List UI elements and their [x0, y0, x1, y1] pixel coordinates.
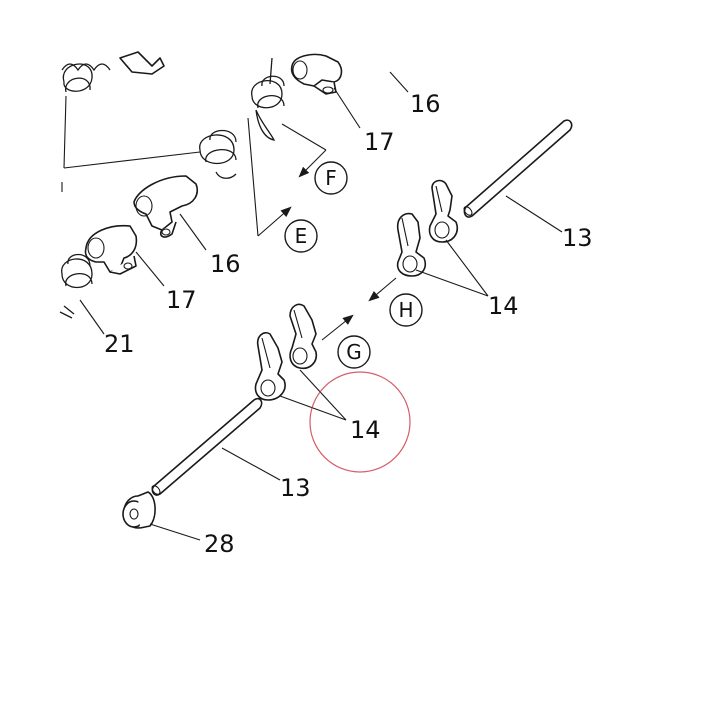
arrow-f: [298, 149, 327, 178]
arrow-e: [257, 206, 292, 237]
arrow-g: [321, 314, 354, 341]
fork-top-left: [119, 51, 165, 75]
label-13-upper: 13: [562, 224, 593, 252]
callout-h: H: [389, 293, 423, 327]
callout-e-text: E: [295, 224, 308, 248]
spring-21-left: [59, 253, 93, 319]
label-17-left: 17: [166, 286, 197, 314]
label-16-top: 16: [410, 90, 441, 118]
callout-g: G: [337, 335, 371, 369]
label-13-lower: 13: [280, 474, 311, 502]
label-21: 21: [104, 330, 135, 358]
shift-fork-16-top: [290, 53, 343, 95]
shift-fork-17-left: [84, 224, 138, 275]
label-14-upper: 14: [488, 292, 519, 320]
label-28: 28: [204, 530, 235, 558]
shaft-13-upper: [463, 119, 573, 218]
spring-21-top: [61, 63, 111, 93]
callout-f-text: F: [325, 166, 337, 190]
leader-lines: [79, 71, 563, 541]
shift-fork-16-middle: [133, 175, 198, 238]
callout-g-text: G: [346, 340, 362, 364]
label-14-lower: 14: [350, 416, 381, 444]
shift-fork-14-upper-left: [396, 212, 427, 277]
label-16-middle: 16: [210, 250, 241, 278]
shift-fork-14-lower-left: [254, 331, 286, 401]
bushing-28: [122, 491, 156, 529]
callout-e: E: [284, 219, 318, 253]
spring-top-middle: [251, 57, 285, 141]
highlight-circle: [309, 371, 411, 473]
label-17-top: 17: [364, 128, 395, 156]
shift-fork-14-upper-right: [428, 179, 458, 243]
shift-fork-14-lower-right: [289, 303, 318, 370]
bracket-lines: [61, 95, 327, 237]
shaft-13-lower: [151, 397, 263, 496]
callout-h-text: H: [398, 298, 413, 322]
arrow-h: [368, 277, 397, 302]
callout-f: F: [314, 161, 348, 195]
spring-center-left: [199, 129, 237, 179]
